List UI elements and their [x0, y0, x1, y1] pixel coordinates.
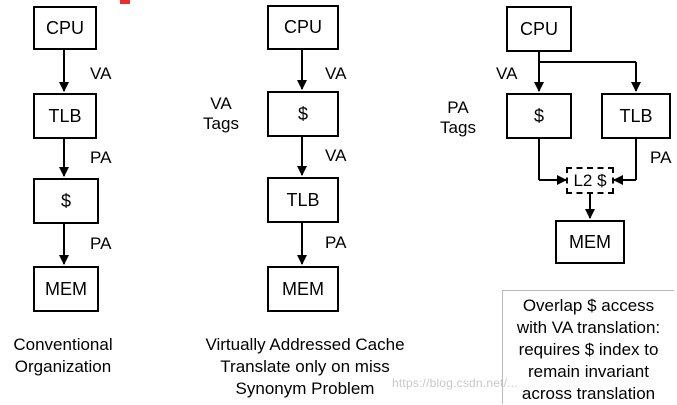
caption-conventional: Conventional Organization	[4, 334, 122, 378]
note-line: requires $ index to	[518, 340, 659, 359]
cpu-box-1: CPU	[33, 6, 97, 50]
tlb-box-2: TLB	[267, 177, 339, 223]
cache-box-2: $	[267, 91, 339, 137]
side-label-line: Tags	[203, 114, 239, 133]
side-label-line: VA	[210, 94, 232, 113]
mem-box-2: MEM	[267, 266, 339, 312]
tlb-box-1: TLB	[33, 93, 97, 139]
caption-line: Translate only on miss	[220, 357, 390, 376]
cpu-box-3: CPU	[506, 6, 572, 52]
note-line: Overlap $ access	[522, 296, 655, 315]
mem-box-3: MEM	[555, 220, 625, 264]
caption-virtual-cache: Virtually Addressed Cache Translate only…	[180, 334, 430, 400]
cache-box-3: $	[506, 93, 572, 139]
caption-line: Virtually Addressed Cache	[205, 335, 405, 354]
accent-mark	[120, 0, 130, 4]
caption-line: Synonym Problem	[235, 379, 375, 398]
cache-box-1: $	[33, 178, 99, 224]
label-va-2a: VA	[325, 64, 347, 83]
label-pa-2: PA	[325, 233, 347, 252]
watermark: https://blog.csdn.net/...	[392, 376, 518, 390]
tlb-box-3: TLB	[601, 93, 671, 139]
overlap-note: Overlap $ access with VA translation: re…	[502, 290, 674, 404]
label-pa-1a: PA	[90, 148, 112, 167]
label-va-3: VA	[496, 64, 518, 83]
side-label-pa-tags: PA Tags	[436, 98, 480, 138]
side-label-line: PA	[447, 98, 469, 117]
caption-line: Conventional	[13, 335, 113, 354]
note-line: across translation	[521, 384, 656, 403]
note-line: remain invariant	[528, 362, 649, 381]
label-va-2b: VA	[325, 146, 347, 165]
cpu-box-2: CPU	[267, 5, 339, 50]
note-line: with VA translation:	[516, 318, 661, 337]
label-va-1: VA	[90, 64, 112, 83]
caption-line: Organization	[14, 357, 112, 376]
label-pa-1b: PA	[90, 234, 112, 253]
label-pa-3: PA	[650, 148, 672, 167]
mem-box-1: MEM	[33, 266, 99, 312]
side-label-line: Tags	[440, 118, 476, 137]
side-label-va-tags: VA Tags	[199, 94, 243, 134]
l2-cache-box-3: L2 $	[566, 167, 614, 194]
